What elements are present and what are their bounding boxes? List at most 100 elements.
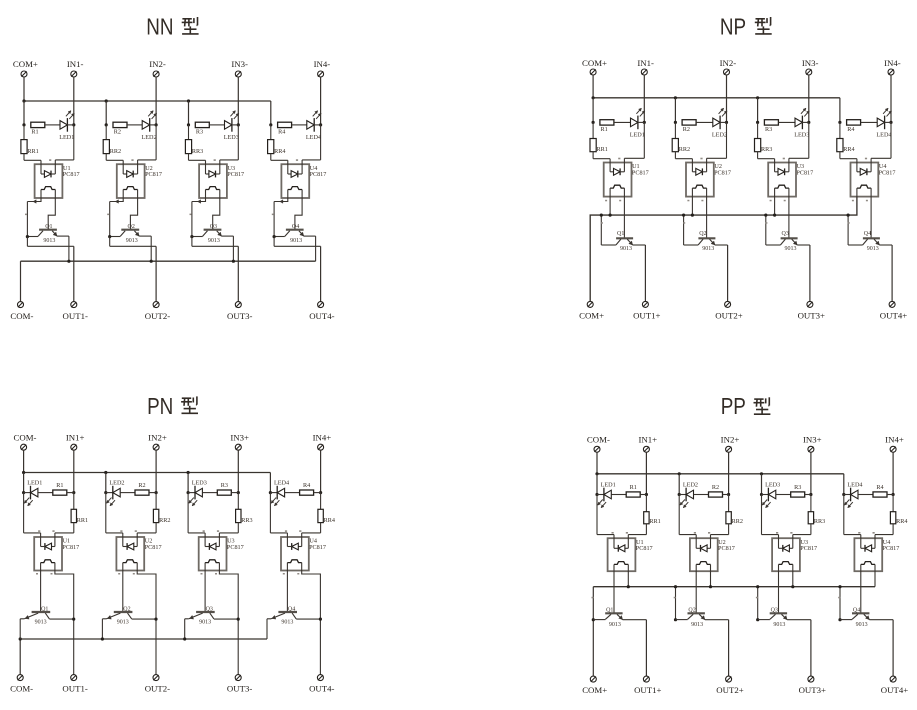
svg-text:R4: R4 xyxy=(876,484,883,491)
svg-text:LED2: LED2 xyxy=(109,479,124,486)
svg-text:RR3: RR3 xyxy=(192,148,203,155)
svg-text:U4: U4 xyxy=(883,539,891,546)
svg-text:IN3-: IN3- xyxy=(231,59,248,69)
svg-text:9013: 9013 xyxy=(281,619,293,625)
svg-text:PC817: PC817 xyxy=(310,171,327,178)
svg-text:LED2: LED2 xyxy=(712,132,727,139)
svg-text:IN1+: IN1+ xyxy=(66,433,85,443)
svg-text:U1: U1 xyxy=(63,538,71,545)
svg-text:OUT4+: OUT4+ xyxy=(880,310,907,320)
svg-text:IN4+: IN4+ xyxy=(313,433,332,443)
svg-text:OUT2-: OUT2- xyxy=(145,311,170,321)
svg-text:PC817: PC817 xyxy=(63,171,80,178)
svg-text:RR4: RR4 xyxy=(274,148,285,155)
svg-text:PN: PN xyxy=(147,394,173,419)
svg-text:OUT2+: OUT2+ xyxy=(716,685,743,695)
svg-text:Q2: Q2 xyxy=(699,231,706,237)
svg-text:U2: U2 xyxy=(714,163,722,170)
svg-text:PC817: PC817 xyxy=(145,544,162,551)
svg-text:9013: 9013 xyxy=(620,246,632,252)
svg-text:R1: R1 xyxy=(31,128,38,135)
svg-text:LED3: LED3 xyxy=(794,132,809,139)
svg-text:RR1: RR1 xyxy=(77,517,88,524)
svg-text:Q4: Q4 xyxy=(292,224,299,230)
svg-text:LED1: LED1 xyxy=(59,134,74,141)
svg-text:Q1: Q1 xyxy=(617,231,624,237)
svg-text:IN4+: IN4+ xyxy=(885,435,904,445)
svg-text:9013: 9013 xyxy=(290,238,302,244)
svg-text:PC817: PC817 xyxy=(145,171,162,178)
svg-text:PC817: PC817 xyxy=(636,545,653,552)
svg-text:9013: 9013 xyxy=(43,238,55,244)
svg-text:U4: U4 xyxy=(310,165,318,172)
svg-text:IN4-: IN4- xyxy=(884,58,901,68)
svg-text:IN4-: IN4- xyxy=(314,59,331,69)
svg-text:IN1-: IN1- xyxy=(67,59,84,69)
svg-text:Q3: Q3 xyxy=(771,607,778,613)
svg-text:U2: U2 xyxy=(145,165,153,172)
svg-text:LED3: LED3 xyxy=(765,481,780,488)
svg-text:9013: 9013 xyxy=(208,238,220,244)
svg-text:Q4: Q4 xyxy=(853,607,860,613)
svg-text:NP: NP xyxy=(720,15,746,40)
svg-text:9013: 9013 xyxy=(856,622,868,628)
svg-text:OUT4-: OUT4- xyxy=(309,311,334,321)
svg-text:NN: NN xyxy=(146,15,173,40)
svg-text:IN2-: IN2- xyxy=(149,59,166,69)
svg-text:Q1: Q1 xyxy=(606,607,613,613)
svg-text:IN2-: IN2- xyxy=(720,58,737,68)
svg-text:U2: U2 xyxy=(145,538,153,545)
svg-text:IN3+: IN3+ xyxy=(230,433,249,443)
svg-text:COM+: COM+ xyxy=(582,685,607,695)
svg-text:OUT2+: OUT2+ xyxy=(715,310,742,320)
svg-text:9013: 9013 xyxy=(117,619,129,625)
svg-text:LED1: LED1 xyxy=(27,479,42,486)
svg-text:9013: 9013 xyxy=(609,622,621,628)
svg-text:RR3: RR3 xyxy=(814,518,825,525)
svg-text:IN2+: IN2+ xyxy=(148,433,167,443)
svg-text:Q2: Q2 xyxy=(123,606,130,612)
svg-text:9013: 9013 xyxy=(199,619,211,625)
svg-text:PC817: PC817 xyxy=(632,169,649,176)
svg-text:U1: U1 xyxy=(636,539,644,546)
svg-text:LED4: LED4 xyxy=(847,481,862,488)
svg-text:OUT4-: OUT4- xyxy=(309,683,334,693)
svg-text:9013: 9013 xyxy=(126,238,138,244)
svg-text:R4: R4 xyxy=(303,482,310,489)
svg-text:RR1: RR1 xyxy=(597,146,608,153)
svg-text:U3: U3 xyxy=(801,539,809,546)
svg-text:R3: R3 xyxy=(765,126,772,133)
svg-text:Q4: Q4 xyxy=(864,231,871,237)
svg-text:IN1+: IN1+ xyxy=(638,435,657,445)
svg-text:PC817: PC817 xyxy=(62,544,79,551)
svg-text:OUT1-: OUT1- xyxy=(62,311,87,321)
svg-text:PC817: PC817 xyxy=(227,544,244,551)
svg-text:LED1: LED1 xyxy=(601,481,616,488)
svg-text:OUT1+: OUT1+ xyxy=(633,310,660,320)
svg-text:COM-: COM- xyxy=(10,311,33,321)
svg-text:Q1: Q1 xyxy=(41,606,48,612)
svg-text:RR2: RR2 xyxy=(679,146,690,153)
svg-text:U3: U3 xyxy=(227,538,235,545)
svg-text:RR1: RR1 xyxy=(27,148,38,155)
svg-text:RR4: RR4 xyxy=(843,146,854,153)
svg-text:PC817: PC817 xyxy=(800,545,817,552)
svg-text:PC817: PC817 xyxy=(227,171,244,178)
svg-text:9013: 9013 xyxy=(702,246,714,252)
svg-text:COM+: COM+ xyxy=(582,58,607,68)
svg-text:LED4: LED4 xyxy=(306,134,321,141)
svg-text:PP: PP xyxy=(721,394,746,419)
svg-text:U4: U4 xyxy=(309,538,317,545)
svg-text:Q4: Q4 xyxy=(288,606,295,612)
svg-text:Q2: Q2 xyxy=(688,607,695,613)
svg-text:Q3: Q3 xyxy=(210,224,217,230)
svg-text:OUT1+: OUT1+ xyxy=(634,685,661,695)
svg-text:OUT3+: OUT3+ xyxy=(799,685,826,695)
svg-text:R3: R3 xyxy=(221,482,228,489)
svg-text:LED3: LED3 xyxy=(192,479,207,486)
svg-text:R1: R1 xyxy=(601,126,608,133)
svg-text:R2: R2 xyxy=(712,484,719,491)
svg-text:9013: 9013 xyxy=(773,622,785,628)
svg-text:R1: R1 xyxy=(630,484,637,491)
svg-text:R1: R1 xyxy=(56,482,63,489)
